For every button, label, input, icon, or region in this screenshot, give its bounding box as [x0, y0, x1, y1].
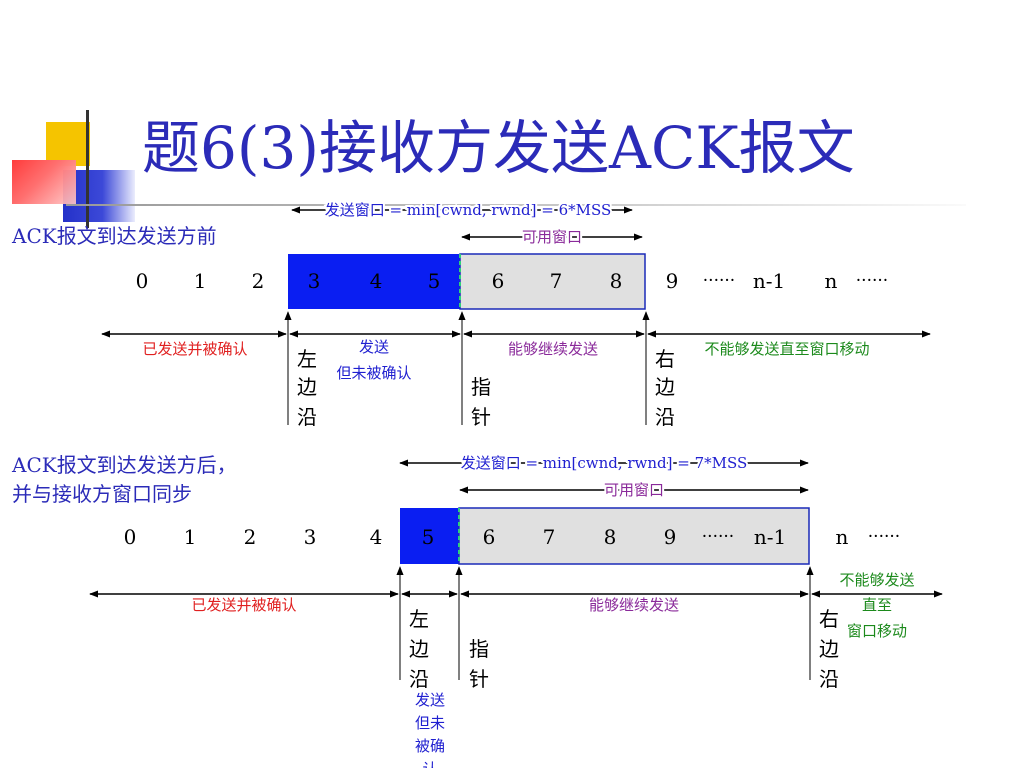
- before-pointer-char: 指: [471, 375, 491, 399]
- before-usable-label: 能够继续发送: [508, 340, 598, 358]
- before-usable-box: [459, 253, 646, 310]
- before-left-edge-char: 沿: [297, 405, 317, 429]
- before-right-edge-char: 右: [655, 347, 675, 371]
- seq-ellipsis: ······: [702, 527, 734, 547]
- slide-title: 题6(3)接收方发送ACK报文: [142, 114, 855, 182]
- seq-number: n-1: [754, 525, 786, 549]
- before-send-window-label: 发送窗口 = min[cwnd, rwnd] = 6*MSS: [325, 201, 612, 219]
- seq-number: 2: [244, 525, 257, 549]
- seq-number: 3: [304, 525, 317, 549]
- after-blocked-label-line-2: 直至: [862, 596, 892, 614]
- decor-vertical-line: [86, 110, 89, 228]
- seq-number: 5: [428, 269, 441, 293]
- before-sequence-numbers: 0 1 2 3 4 5 6 7 8 9 ······ n-1 n ······: [136, 269, 889, 293]
- after-pointer-char: 针: [469, 667, 489, 691]
- before-blocked-label: 不能够发送直至窗口移动: [704, 340, 869, 358]
- after-blocked-label-line-1: 不能够发送: [839, 571, 914, 589]
- seq-ellipsis: ······: [703, 271, 735, 291]
- seq-number: 1: [194, 269, 207, 293]
- seq-number: n: [836, 525, 849, 549]
- before-right-edge-char: 边: [655, 375, 675, 399]
- after-pointer-char: 指: [469, 637, 489, 661]
- seq-number: 9: [664, 525, 677, 549]
- after-left-edge-char: 边: [409, 637, 429, 661]
- seq-number: 6: [492, 269, 505, 293]
- seq-number: 7: [550, 269, 563, 293]
- seq-number: n: [825, 269, 838, 293]
- after-right-edge-char: 边: [819, 637, 839, 661]
- before-acked-label: 已发送并被确认: [142, 340, 247, 358]
- before-sent-label-line-1: 发送: [359, 338, 389, 356]
- seq-ellipsis: ······: [868, 527, 900, 547]
- after-right-edge-char: 右: [819, 607, 839, 631]
- seq-number: 4: [370, 269, 383, 293]
- seq-number: 5: [422, 525, 435, 549]
- after-usable-box: [458, 507, 810, 565]
- after-send-window-label: 发送窗口 = min[cwnd, rwnd] = 7*MSS: [461, 454, 748, 472]
- seq-number: 4: [370, 525, 383, 549]
- seq-number: 6: [483, 525, 496, 549]
- before-heading: ACK报文到达发送方前: [12, 224, 217, 248]
- decor-red-square: [12, 160, 76, 204]
- before-pointer-char: 针: [471, 405, 491, 429]
- after-usable-label: 能够继续发送: [589, 596, 679, 614]
- before-usable-window-label: 可用窗口: [522, 228, 582, 246]
- before-left-edge-char: 边: [297, 375, 317, 399]
- after-usable-window-label: 可用窗口: [604, 481, 664, 499]
- before-diagram: 发送窗口 = min[cwnd, rwnd] = 6*MSS 可用窗口 0 1 …: [101, 199, 931, 429]
- after-sent-unacked-box: [400, 508, 459, 564]
- seq-number: 3: [308, 269, 321, 293]
- after-heading-line-2: 并与接收方窗口同步: [12, 482, 192, 506]
- after-left-edge-char: 沿: [409, 667, 429, 691]
- after-sent-label-line: 但未: [415, 714, 445, 732]
- after-acked-label: 已发送并被确认: [191, 596, 296, 614]
- after-right-edge-char: 沿: [819, 667, 839, 691]
- after-diagram: 发送窗口 = min[cwnd, rwnd] = 7*MSS 可用窗口 0 1 …: [89, 452, 943, 768]
- seq-number: 0: [124, 525, 137, 549]
- seq-number: 1: [184, 525, 197, 549]
- seq-number: 0: [136, 269, 149, 293]
- after-sent-label-line: 发送: [415, 691, 445, 709]
- after-heading-line-1: ACK报文到达发送方后，: [12, 453, 237, 477]
- after-blocked-label-line-3: 窗口移动: [847, 622, 907, 640]
- after-sent-label-line: 认: [422, 760, 437, 768]
- decor-yellow-square: [46, 122, 90, 166]
- seq-number: 9: [666, 269, 679, 293]
- seq-number: 2: [252, 269, 265, 293]
- before-sent-label-line-2: 但未被确认: [336, 364, 411, 382]
- seq-number: n-1: [753, 269, 785, 293]
- after-left-edge-char: 左: [409, 607, 429, 631]
- before-right-edge-char: 沿: [655, 405, 675, 429]
- title-underline: [66, 204, 966, 206]
- after-sequence-numbers: 0 1 2 3 4 5 6 7 8 9 ······ n-1 n ······: [124, 525, 901, 549]
- seq-number: 7: [543, 525, 556, 549]
- after-sent-label-line: 被确: [415, 737, 445, 755]
- seq-number: 8: [610, 269, 623, 293]
- before-left-edge-char: 左: [297, 347, 317, 371]
- seq-number: 8: [604, 525, 617, 549]
- seq-ellipsis: ······: [856, 271, 888, 291]
- before-sent-unacked-box: [288, 254, 460, 309]
